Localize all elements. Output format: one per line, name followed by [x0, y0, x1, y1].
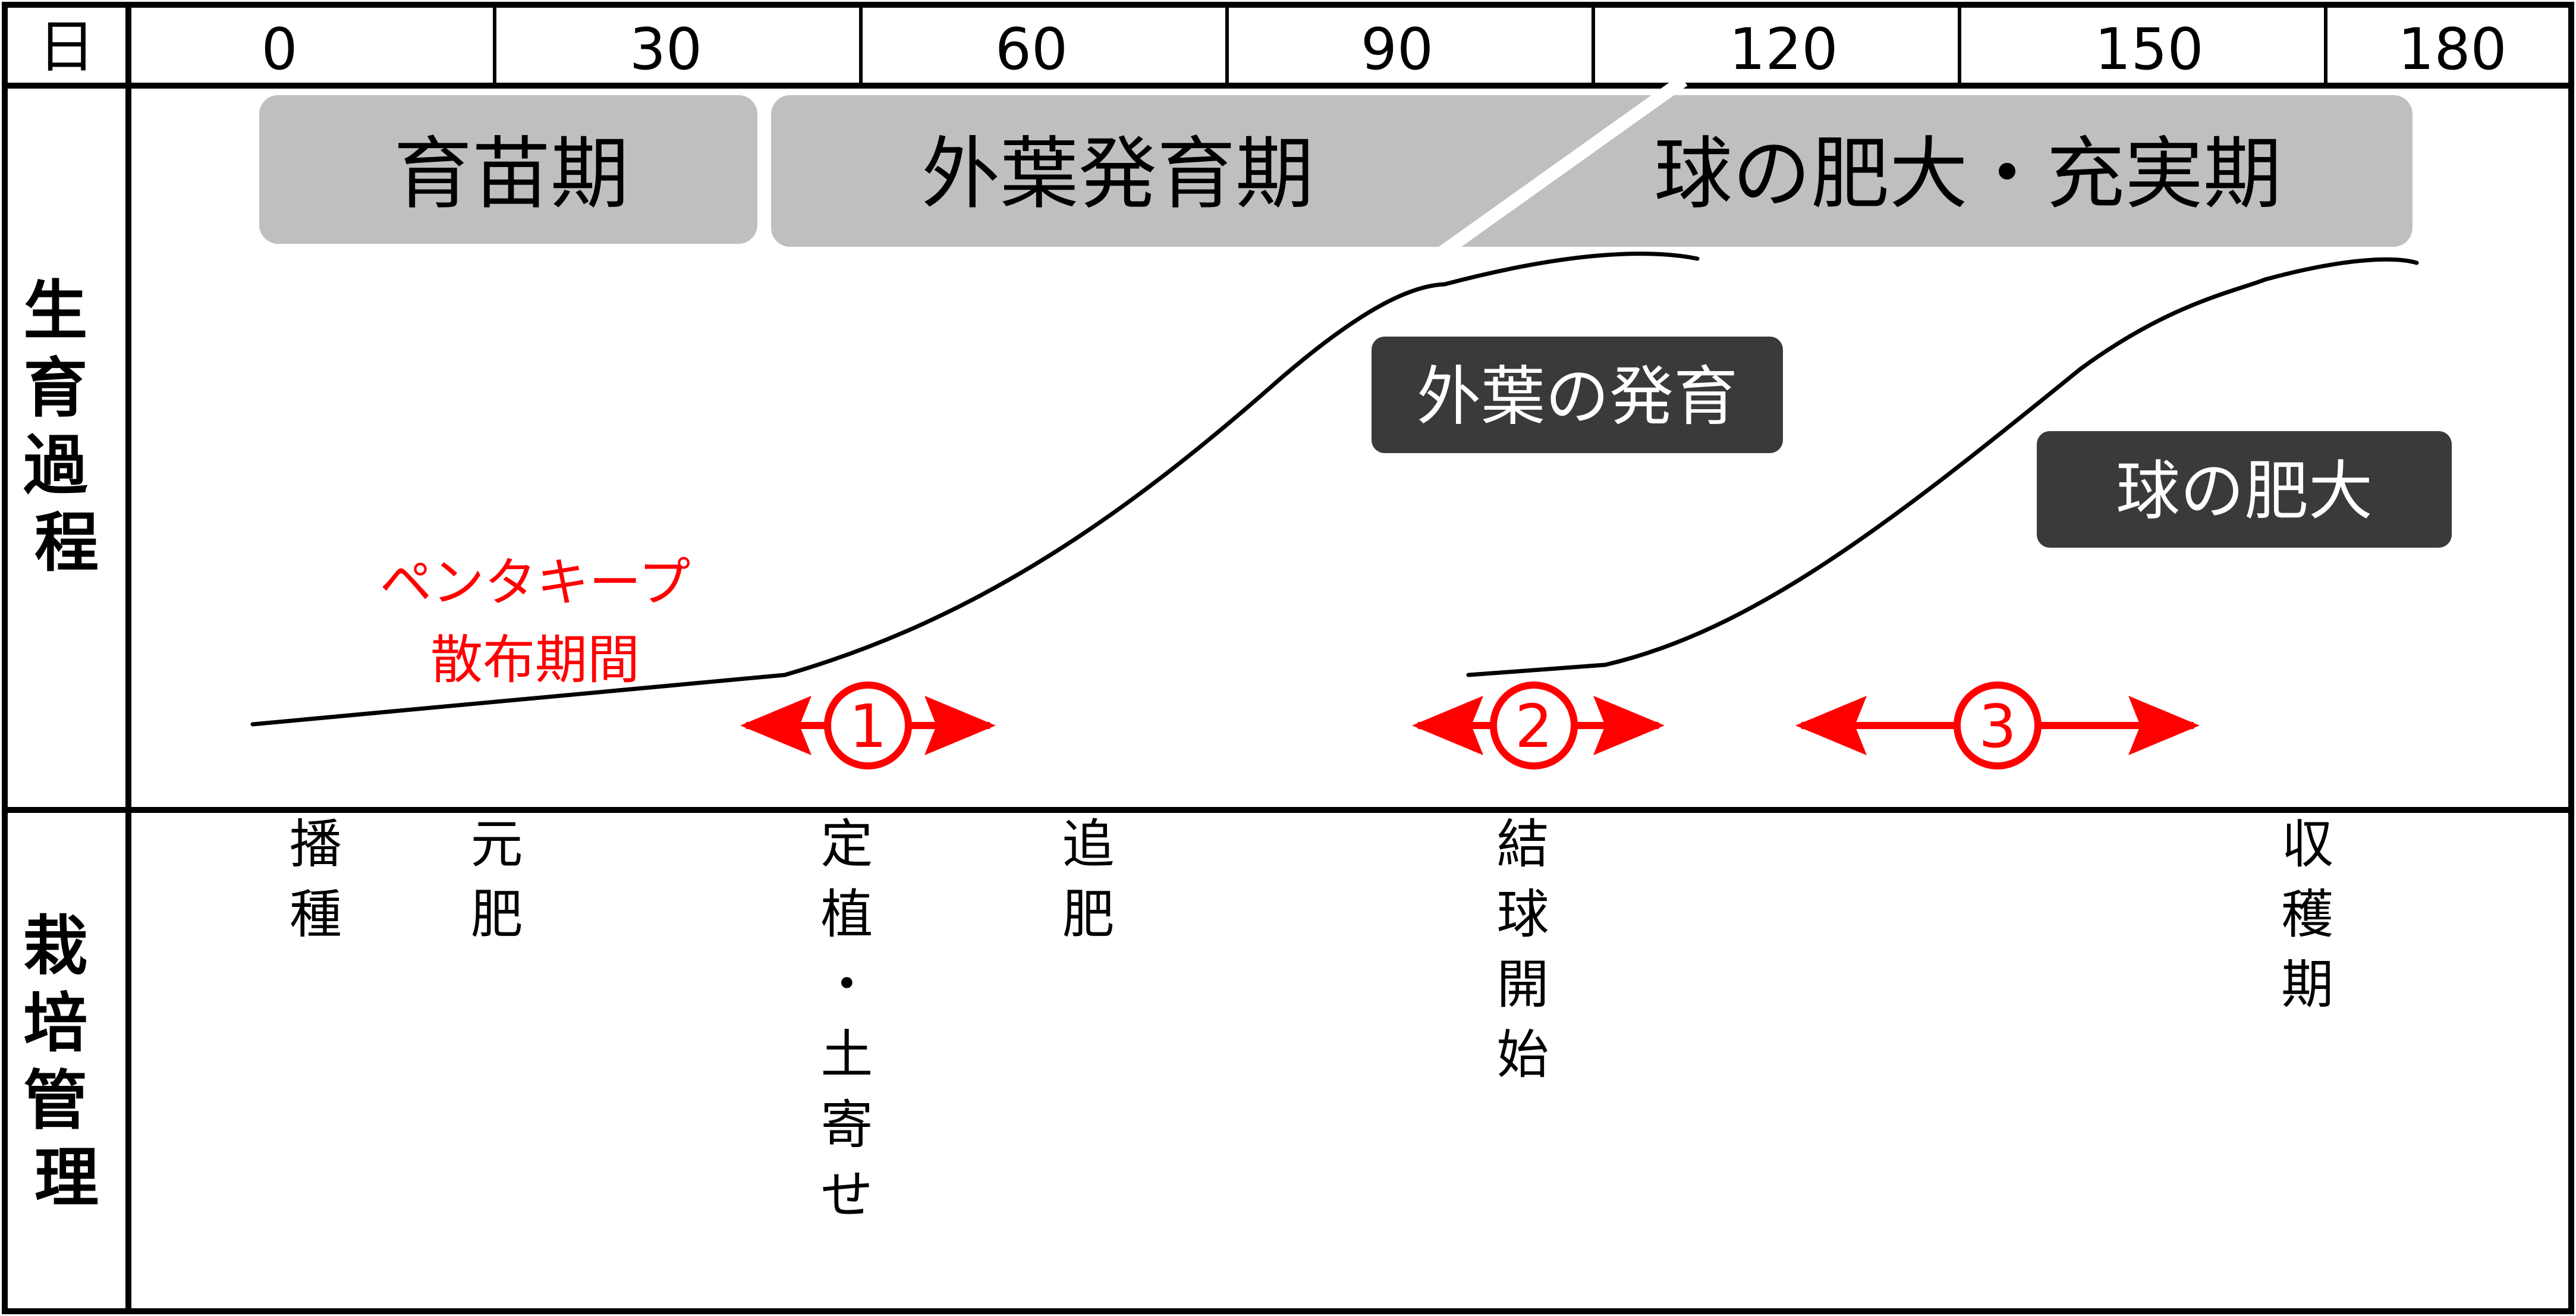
arrow-head-left-icon	[740, 696, 812, 755]
management-task-char: 肥	[470, 884, 523, 945]
management-task-char: 播	[290, 814, 342, 875]
management-task-char: 土	[820, 1024, 873, 1085]
growth-curves	[250, 252, 2419, 727]
management-task: 結球開始	[1496, 814, 1549, 1085]
marker-number: 3	[1979, 692, 2017, 761]
head-enlargement-tag-bg	[2037, 431, 2452, 548]
management-task-char: 追	[1062, 814, 1114, 875]
tick-label: 150	[2094, 16, 2203, 83]
management-task-char: 開	[1496, 954, 1549, 1015]
phase-label: 外葉発育期	[921, 128, 1314, 220]
management-task-char: 収	[2281, 814, 2333, 875]
marker-circle	[1954, 681, 2042, 770]
head-enlargement-tag: 球の肥大	[2037, 431, 2452, 548]
tick-label: 180	[2398, 16, 2506, 83]
management-task-char: 期	[2281, 954, 2333, 1015]
growth-section-label: 生 育 過 程	[23, 274, 110, 580]
management-section-label: 栽 培 管 理	[23, 909, 110, 1216]
growth-label-char: 程	[34, 506, 99, 580]
spray-marker-3: 3	[1795, 681, 2200, 770]
arrow-head-left-icon	[1412, 696, 1483, 755]
header-dividers	[493, 5, 2327, 86]
management-task-char: 始	[1496, 1024, 1549, 1085]
growth-label-char: 育	[23, 351, 87, 426]
management-task-char: 穫	[2281, 884, 2333, 945]
day-ticks: 0 30 60 90 120 150 180	[261, 16, 2506, 83]
growth-label-char: 生	[23, 274, 87, 348]
management-task-char: 肥	[1062, 884, 1114, 945]
spray-marker-2: 2	[1412, 681, 1665, 770]
management-task-char: 種	[290, 884, 342, 945]
phase-box-nursery	[259, 95, 757, 244]
phase-label: 球の肥大・充実期	[1654, 128, 2282, 220]
management-label-char: 理	[34, 1141, 99, 1216]
management-task-char: 定	[820, 814, 873, 875]
management-task-char: 元	[470, 814, 523, 875]
marker-number: 2	[1515, 692, 1553, 761]
spray-note-line: ペンタキープ	[380, 552, 691, 613]
phase-box-outer-leaf	[771, 95, 2413, 247]
management-label-char: 栽	[23, 909, 87, 984]
spray-period-note: ペンタキープ 散布期間	[380, 552, 691, 690]
outer-leaf-tag-bg	[1372, 337, 1783, 453]
management-label-char: 管	[23, 1064, 87, 1138]
management-task: 播種	[290, 814, 342, 945]
outer-leaf-tag: 外葉の発育	[1372, 337, 1783, 453]
growth-label-char: 過	[23, 429, 88, 503]
phase-divider-slash	[1438, 75, 1688, 258]
spray-note-line: 散布期間	[430, 629, 640, 690]
phase-label: 育苗期	[394, 128, 629, 220]
tick-label: 120	[1729, 16, 1838, 83]
management-label-char: 培	[23, 987, 87, 1061]
tick-label: 30	[630, 16, 702, 83]
management-task-char: せ	[820, 1164, 873, 1226]
outer-leaf-growth-curve	[250, 252, 1700, 727]
marker-number: 1	[849, 692, 887, 761]
management-task-char: 植	[820, 884, 873, 945]
management-task-char: ・	[820, 954, 873, 1015]
management-task: 追肥	[1062, 814, 1114, 945]
tick-label: 0	[261, 16, 297, 83]
day-header-label: 日	[38, 14, 95, 80]
arrow-head-right-icon	[924, 696, 996, 755]
phase-bar	[259, 75, 2413, 258]
management-task-char: 球	[1496, 884, 1549, 945]
outer-leaf-tag-text: 外葉の発育	[1417, 360, 1738, 434]
arrow-head-right-icon	[2128, 696, 2200, 755]
tick-label: 90	[1361, 16, 1433, 83]
phase-labels: 育苗期 外葉発育期 球の肥大・充実期	[394, 128, 2282, 220]
marker-circle	[824, 681, 912, 770]
tick-label: 60	[995, 16, 1068, 83]
marker-circle	[1490, 681, 1578, 770]
arrow-head-right-icon	[1593, 696, 1665, 755]
management-task-char: 寄	[820, 1094, 873, 1155]
management-task: 元肥	[470, 814, 523, 945]
head-enlargement-growth-curve	[1466, 257, 2419, 677]
management-task: 定植・土寄せ	[820, 814, 873, 1226]
management-task-char: 結	[1496, 814, 1549, 875]
arrow-head-left-icon	[1795, 696, 1867, 755]
spray-marker-1: 1	[740, 681, 996, 770]
management-task: 収穫期	[2281, 814, 2333, 1015]
head-enlargement-tag-text: 球の肥大	[2116, 454, 2373, 529]
